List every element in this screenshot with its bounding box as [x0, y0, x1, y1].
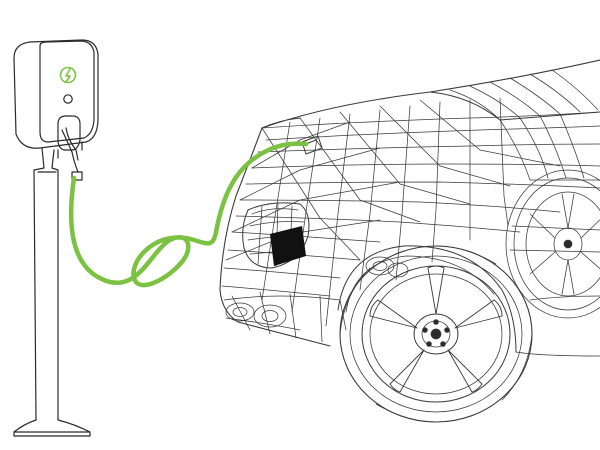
front-marker-panel	[270, 226, 306, 266]
charger-wallbox	[13, 39, 99, 159]
charging-cable	[68, 141, 309, 288]
charger-holster	[57, 115, 83, 181]
lightning-bolt-icon	[59, 66, 77, 84]
status-led-icon	[63, 94, 73, 104]
charging-station	[13, 39, 99, 437]
charger-pole	[13, 147, 91, 437]
front-wheel	[339, 245, 533, 423]
fog-light	[225, 256, 409, 328]
car-wireframe	[219, 59, 600, 423]
rear-wheel	[505, 169, 600, 319]
